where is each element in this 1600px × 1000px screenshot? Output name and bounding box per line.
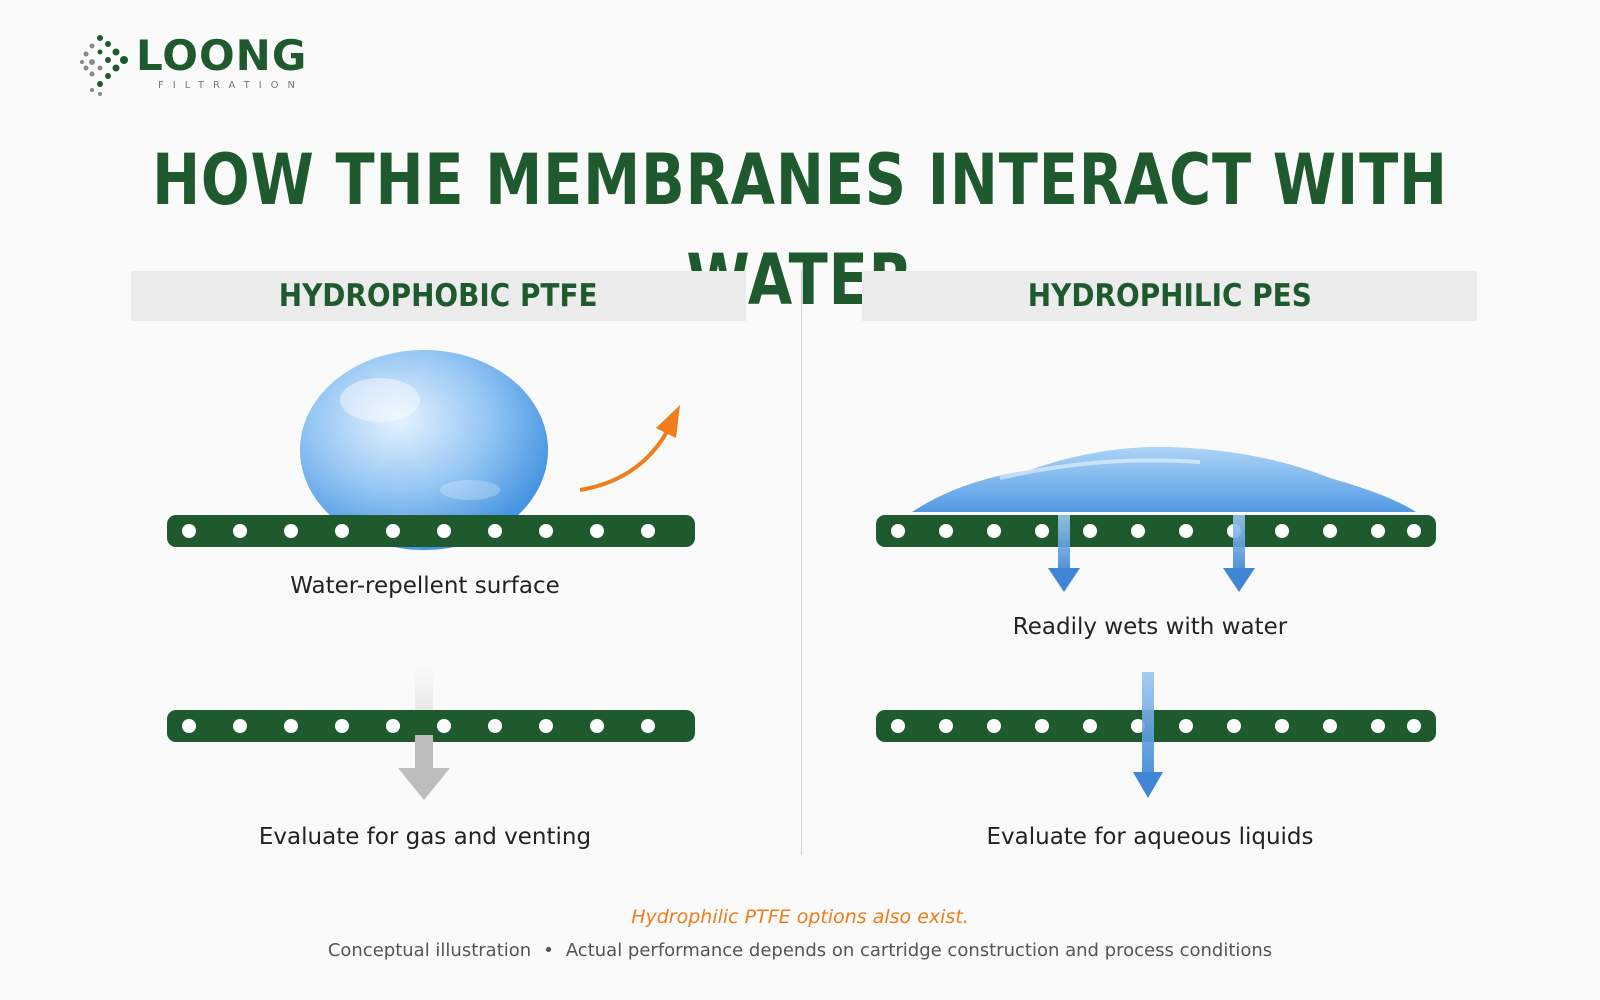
panel-divider <box>801 270 802 855</box>
membrane-strip-icon <box>876 515 1436 547</box>
membrane-strip-icon <box>167 515 695 547</box>
disclaimer-separator: • <box>543 940 554 961</box>
logo-mark-icon <box>80 35 128 96</box>
hydrophilic-header-label: HYDROPHILIC PES <box>1027 278 1312 314</box>
flow-arrow-icon <box>398 735 450 800</box>
flow-arrow-icon <box>1133 672 1163 798</box>
hydrophobic-panel-header: HYDROPHOBIC PTFE <box>131 271 746 321</box>
flow-arrow-icon <box>1048 515 1080 592</box>
brand-logo: LOONG FILTRATION <box>78 30 318 100</box>
disclaimer-right: Actual performance depends on cartridge … <box>565 940 1273 961</box>
disclaimer-left: Conceptual illustration <box>327 940 532 961</box>
aqueous-liquids-caption: Evaluate for aqueous liquids <box>986 824 1314 850</box>
brand-tagline: FILTRATION <box>158 80 305 91</box>
water-droplet-icon <box>300 350 548 550</box>
footnote: Hydrophilic PTFE options also exist. <box>631 906 969 928</box>
membrane-strip-icon <box>876 710 1436 742</box>
gas-venting-caption: Evaluate for gas and venting <box>258 824 592 850</box>
hydrophilic-panel-header: HYDROPHILIC PES <box>862 271 1477 321</box>
wets-with-water-caption: Readily wets with water <box>1012 614 1288 640</box>
water-repellent-caption: Water-repellent surface <box>290 573 560 599</box>
membrane-strip-icon <box>167 710 695 742</box>
hydrophobic-header-label: HYDROPHOBIC PTFE <box>279 278 598 314</box>
disclaimer: Conceptual illustration • Actual performan… <box>0 938 1600 964</box>
brand-name: LOONG <box>136 31 308 80</box>
flow-arrow-icon <box>1223 515 1255 592</box>
water-film-icon <box>912 446 1416 512</box>
repel-arrow-icon <box>579 405 680 492</box>
